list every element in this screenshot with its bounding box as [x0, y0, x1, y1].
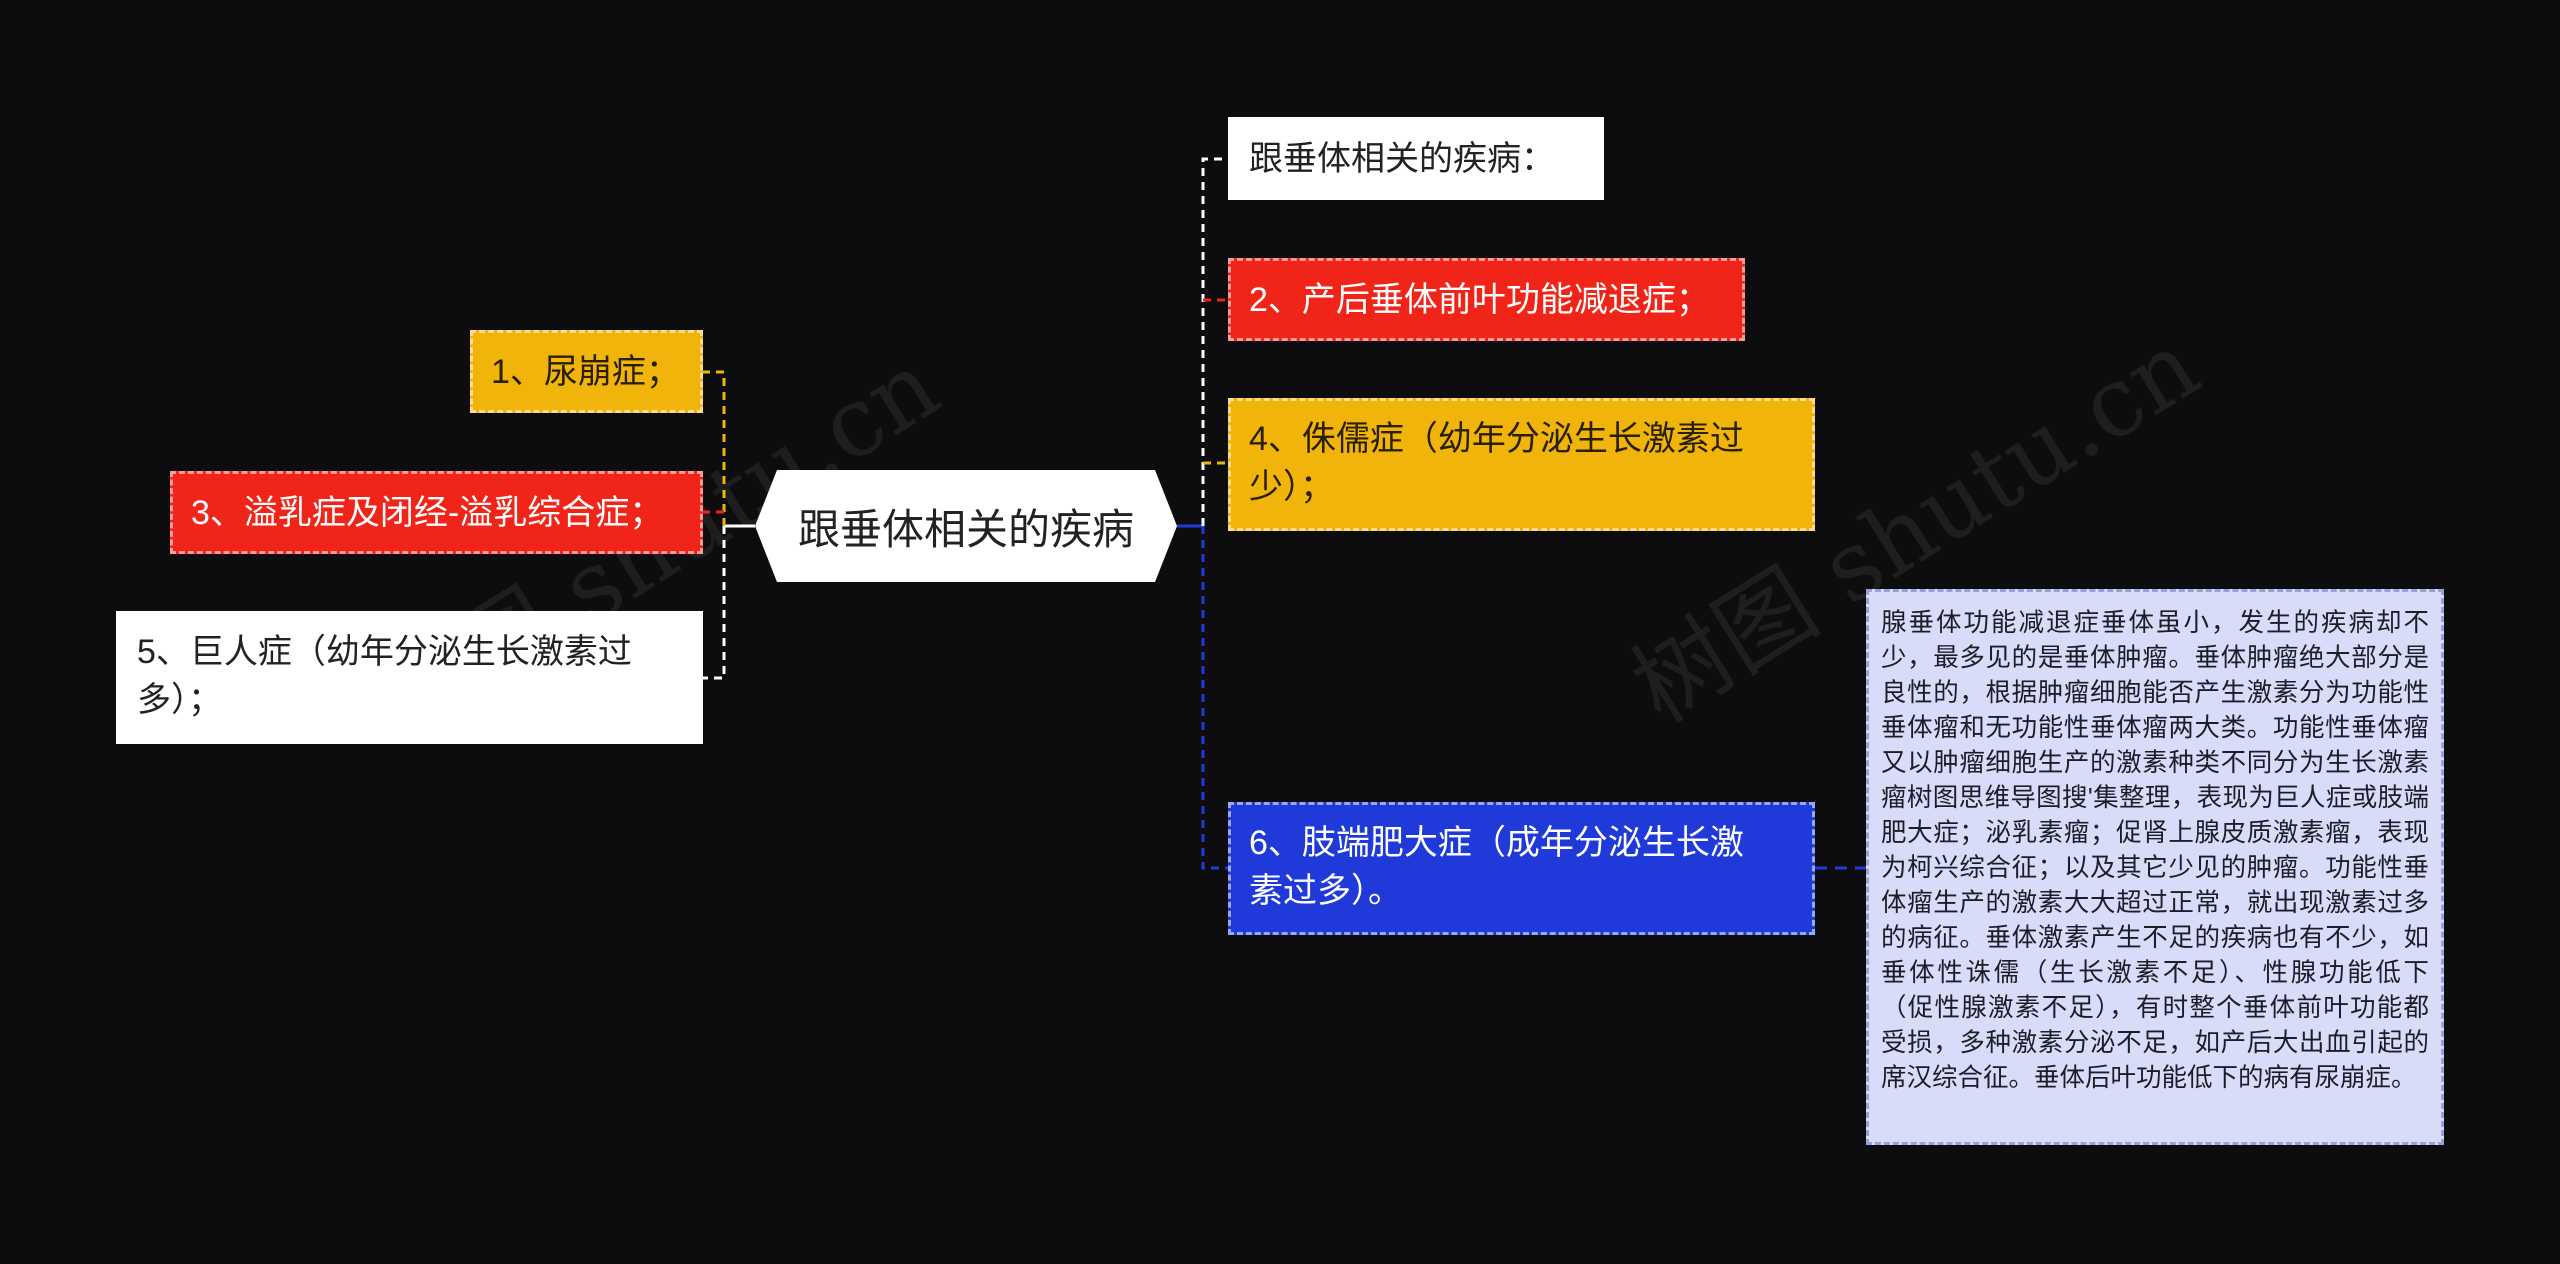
node-l5-line-1: 5、巨人症（幼年分泌生长激素过: [137, 633, 632, 671]
node-r2[interactable]: 2、产后垂体前叶功能减退症；: [1228, 258, 1745, 341]
node-r0-text: 跟垂体相关的疾病：: [1249, 139, 1555, 178]
root-label: 跟垂体相关的疾病: [797, 505, 1134, 553]
node-l5-text: 5、巨人症（幼年分泌生长激素过 多）；: [137, 628, 632, 724]
note-text: 腺垂体功能减退症垂体虽小，发生的疾病却不少，最多见的是垂体肿瘤。垂体肿瘤绝大部分…: [1881, 609, 2429, 1092]
node-r6-text: 6、肢端肥大症（成年分泌生长激 素过多）。: [1249, 819, 1744, 915]
node-r4[interactable]: 4、侏儒症（幼年分泌生长激素过 少）；: [1228, 398, 1815, 531]
node-l3[interactable]: 3、溢乳症及闭经-溢乳综合症；: [170, 471, 703, 554]
node-l1[interactable]: 1、尿崩症；: [470, 330, 703, 413]
node-r6[interactable]: 6、肢端肥大症（成年分泌生长激 素过多）。: [1228, 802, 1815, 935]
node-r2-text: 2、产后垂体前叶功能减退症；: [1249, 280, 1710, 319]
connector-to-r6: [1201, 526, 1228, 870]
node-r4-text: 4、侏儒症（幼年分泌生长激素过 少）；: [1249, 415, 1744, 511]
node-l5-line-2: 多）；: [137, 681, 222, 719]
node-r6-line-2: 素过多）。: [1249, 872, 1402, 910]
node-r4-line-2: 少）；: [1249, 468, 1334, 506]
connector-to-r0: [1201, 157, 1228, 526]
node-l3-text: 3、溢乳症及闭经-溢乳综合症；: [191, 493, 664, 532]
root-node[interactable]: 跟垂体相关的疾病: [755, 470, 1177, 582]
node-l5[interactable]: 5、巨人症（幼年分泌生长激素过 多）；: [116, 611, 703, 744]
node-r0[interactable]: 跟垂体相关的疾病：: [1228, 117, 1604, 200]
node-note[interactable]: 腺垂体功能减退症垂体虽小，发生的疾病却不少，最多见的是垂体肿瘤。垂体肿瘤绝大部分…: [1866, 589, 2444, 1145]
node-r4-line-1: 4、侏儒症（幼年分泌生长激素过: [1249, 420, 1744, 458]
node-r6-line-1: 6、肢端肥大症（成年分泌生长激: [1249, 824, 1744, 862]
node-l1-text: 1、尿崩症；: [491, 352, 680, 391]
